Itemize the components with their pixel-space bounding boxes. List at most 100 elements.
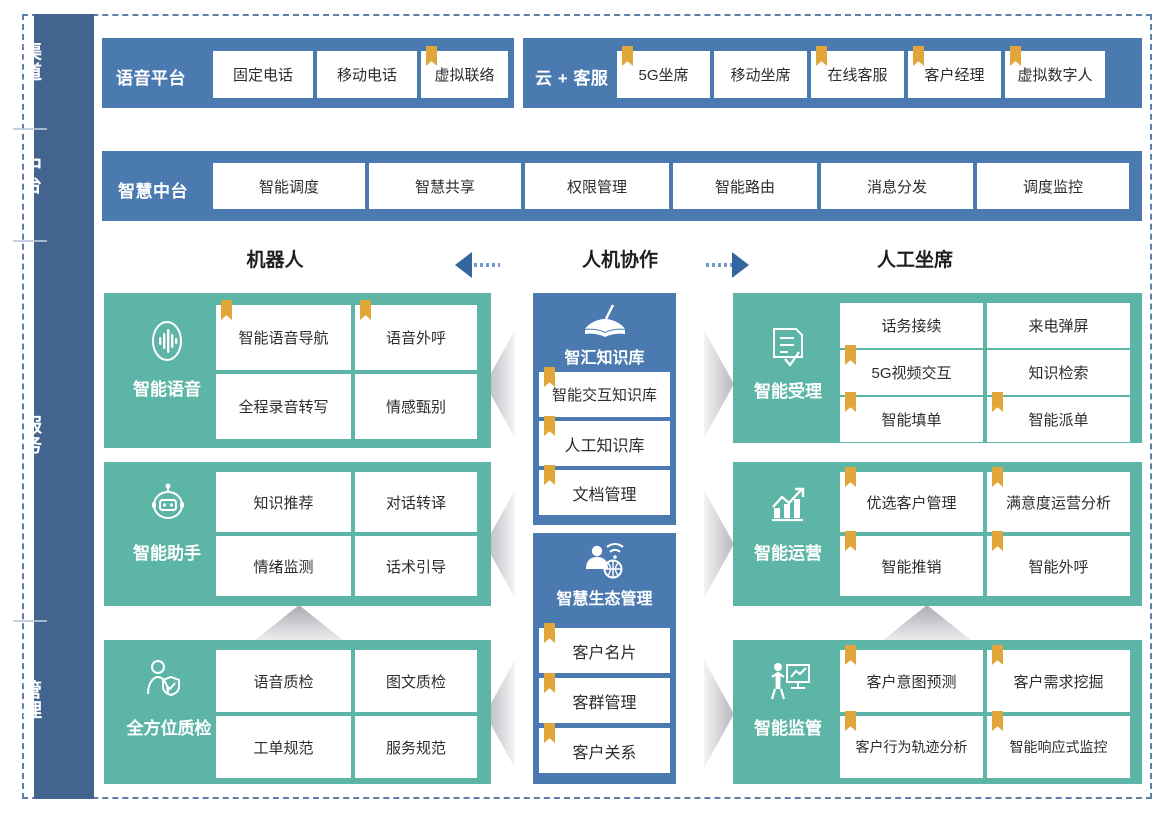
midplatform-chip-permission[interactable]: 权限管理 xyxy=(525,163,669,209)
column-caption-collaboration: 人机协作 xyxy=(581,250,658,271)
card-label: 情绪监测 xyxy=(253,558,314,576)
card-label: 智能派单 xyxy=(1028,412,1089,429)
card-label: 来电弹屏 xyxy=(1028,318,1089,335)
open-book-icon xyxy=(580,303,630,343)
card-preferred-customer-management[interactable]: 优选客户管理 xyxy=(840,467,983,532)
midplatform-chip-message-dispatch[interactable]: 消息分发 xyxy=(821,163,973,209)
card-emotion-monitoring[interactable]: 情绪监测 xyxy=(216,536,351,596)
chip-label: 固定电话 xyxy=(232,67,293,84)
rail-item-channel[interactable]: 渠道 xyxy=(0,42,60,88)
rail-item-midplatform[interactable]: 中台 xyxy=(0,155,60,201)
channel-chip-virtual-human[interactable]: 虚拟数字人 xyxy=(1005,46,1105,98)
column-caption-human-agent: 人工坐席 xyxy=(876,250,953,271)
dash-line-right xyxy=(706,263,732,267)
card-label: 对话转译 xyxy=(385,494,446,512)
bookmark-icon xyxy=(544,723,555,743)
channel-chip-virtual-contact[interactable]: 虚拟联络 xyxy=(421,46,508,98)
card-customer-group-management[interactable]: 客群管理 xyxy=(539,673,670,723)
card-customer-relationship[interactable]: 客户关系 xyxy=(539,723,670,773)
card-intelligent-outbound[interactable]: 智能外呼 xyxy=(987,531,1130,596)
bookmark-icon xyxy=(360,300,371,320)
card-label: 文档管理 xyxy=(572,486,637,504)
card-label: 智能推销 xyxy=(881,558,942,576)
rail-label-management: 管理 xyxy=(20,680,41,720)
card-label: 客户意图预测 xyxy=(866,673,957,691)
triangle-up-icon-left xyxy=(249,605,349,650)
card-knowledge-retrieval[interactable]: 知识检索 xyxy=(987,350,1130,395)
chevron-right-icon-1 xyxy=(704,330,734,438)
card-voice-quality-inspection[interactable]: 语音质检 xyxy=(216,650,351,712)
bookmark-icon xyxy=(992,467,1003,487)
midplatform-chip-dispatch-monitor[interactable]: 调度监控 xyxy=(977,163,1129,209)
chevron-left-icon-1 xyxy=(485,330,515,438)
channel-chip-5g-agent[interactable]: 5G坐席 xyxy=(617,46,710,98)
card-customer-intent-prediction[interactable]: 客户意图预测 xyxy=(840,645,983,712)
card-label: 客户行为轨迹分析 xyxy=(855,739,968,755)
chip-label: 权限管理 xyxy=(566,178,627,196)
card-full-recording-transcription[interactable]: 全程录音转写 xyxy=(216,374,351,439)
rail-item-service[interactable]: 服务 xyxy=(0,415,60,461)
card-intelligent-marketing[interactable]: 智能推销 xyxy=(840,531,983,596)
channel-chip-mobile-phone[interactable]: 移动电话 xyxy=(317,51,417,98)
card-label: 满意度运营分析 xyxy=(1005,494,1111,512)
channel-chip-account-manager[interactable]: 客户经理 xyxy=(908,46,1001,98)
card-5g-video-interaction[interactable]: 5G视频交互 xyxy=(840,345,983,395)
chip-label: 智慧共享 xyxy=(414,178,475,196)
person-network-icon xyxy=(582,541,628,585)
card-emotion-discrimination[interactable]: 情感甄别 xyxy=(355,374,477,439)
card-knowledge-recommendation[interactable]: 知识推荐 xyxy=(216,472,351,532)
arrow-right-icon xyxy=(732,252,749,278)
rail-label-midplatform: 中台 xyxy=(20,155,41,195)
block-label-ecology-management: 智慧生态管理 xyxy=(556,591,653,608)
chip-label: 在线客服 xyxy=(827,67,888,84)
midplatform-chip-routing[interactable]: 智能路由 xyxy=(673,163,817,209)
card-service-standard[interactable]: 服务规范 xyxy=(355,716,477,778)
arrow-left-icon xyxy=(455,252,472,278)
midplatform-chip-sharing[interactable]: 智慧共享 xyxy=(369,163,521,209)
card-customer-card[interactable]: 客户名片 xyxy=(539,623,670,673)
bookmark-icon xyxy=(845,711,856,731)
card-text-image-quality-inspection[interactable]: 图文质检 xyxy=(355,650,477,712)
chevron-right-icon-3 xyxy=(704,660,734,768)
channel-chip-mobile-agent[interactable]: 移动坐席 xyxy=(714,51,807,98)
bookmark-icon xyxy=(845,392,856,412)
card-intelligent-voice-navigation[interactable]: 智能语音导航 xyxy=(216,300,351,370)
midplatform-title: 智慧中台 xyxy=(118,182,188,201)
card-intelligent-form-filling[interactable]: 智能填单 xyxy=(840,392,983,442)
block-label-intelligent-operation: 智能运营 xyxy=(754,544,822,563)
block-label-intelligent-supervision: 智能监管 xyxy=(754,719,822,738)
card-satisfaction-operation-analysis[interactable]: 满意度运营分析 xyxy=(987,467,1130,532)
chevron-left-icon-2 xyxy=(485,490,515,598)
card-intelligent-dispatch[interactable]: 智能派单 xyxy=(987,392,1130,442)
column-caption-robot: 机器人 xyxy=(246,250,304,271)
card-script-guidance[interactable]: 话术引导 xyxy=(355,536,477,596)
rail-label-channel: 渠道 xyxy=(20,42,41,82)
channel-chip-fixed-phone[interactable]: 固定电话 xyxy=(213,51,313,98)
card-intelligent-interaction-knowledge-base[interactable]: 智能交互知识库 xyxy=(539,367,670,417)
card-customer-demand-mining[interactable]: 客户需求挖掘 xyxy=(987,645,1130,712)
card-label: 智能填单 xyxy=(881,412,942,429)
card-intelligent-responsive-monitoring[interactable]: 智能响应式监控 xyxy=(987,711,1130,778)
bookmark-icon xyxy=(544,416,555,436)
bookmark-icon xyxy=(622,46,633,66)
bookmark-icon xyxy=(1010,46,1021,66)
card-label: 图文质检 xyxy=(385,673,446,691)
card-call-connection[interactable]: 话务接续 xyxy=(840,303,983,348)
bookmark-icon xyxy=(544,623,555,643)
rail-item-management[interactable]: 管理 xyxy=(0,680,60,726)
chevron-left-icon-3 xyxy=(485,660,515,768)
midplatform-chip-scheduling[interactable]: 智能调度 xyxy=(213,163,365,209)
bookmark-icon xyxy=(913,46,924,66)
card-incoming-call-popup[interactable]: 来电弹屏 xyxy=(987,303,1130,348)
bookmark-icon xyxy=(845,467,856,487)
channel-chip-online-service[interactable]: 在线客服 xyxy=(811,46,904,98)
card-work-order-standard[interactable]: 工单规范 xyxy=(216,716,351,778)
rail-divider-1 xyxy=(13,128,47,130)
card-document-management[interactable]: 文档管理 xyxy=(539,465,670,515)
card-voice-outbound[interactable]: 语音外呼 xyxy=(355,300,477,370)
card-dialogue-translation[interactable]: 对话转译 xyxy=(355,472,477,532)
left-rail xyxy=(34,14,94,799)
card-manual-knowledge-base[interactable]: 人工知识库 xyxy=(539,416,670,466)
card-customer-behavior-trajectory-analysis[interactable]: 客户行为轨迹分析 xyxy=(840,711,983,778)
